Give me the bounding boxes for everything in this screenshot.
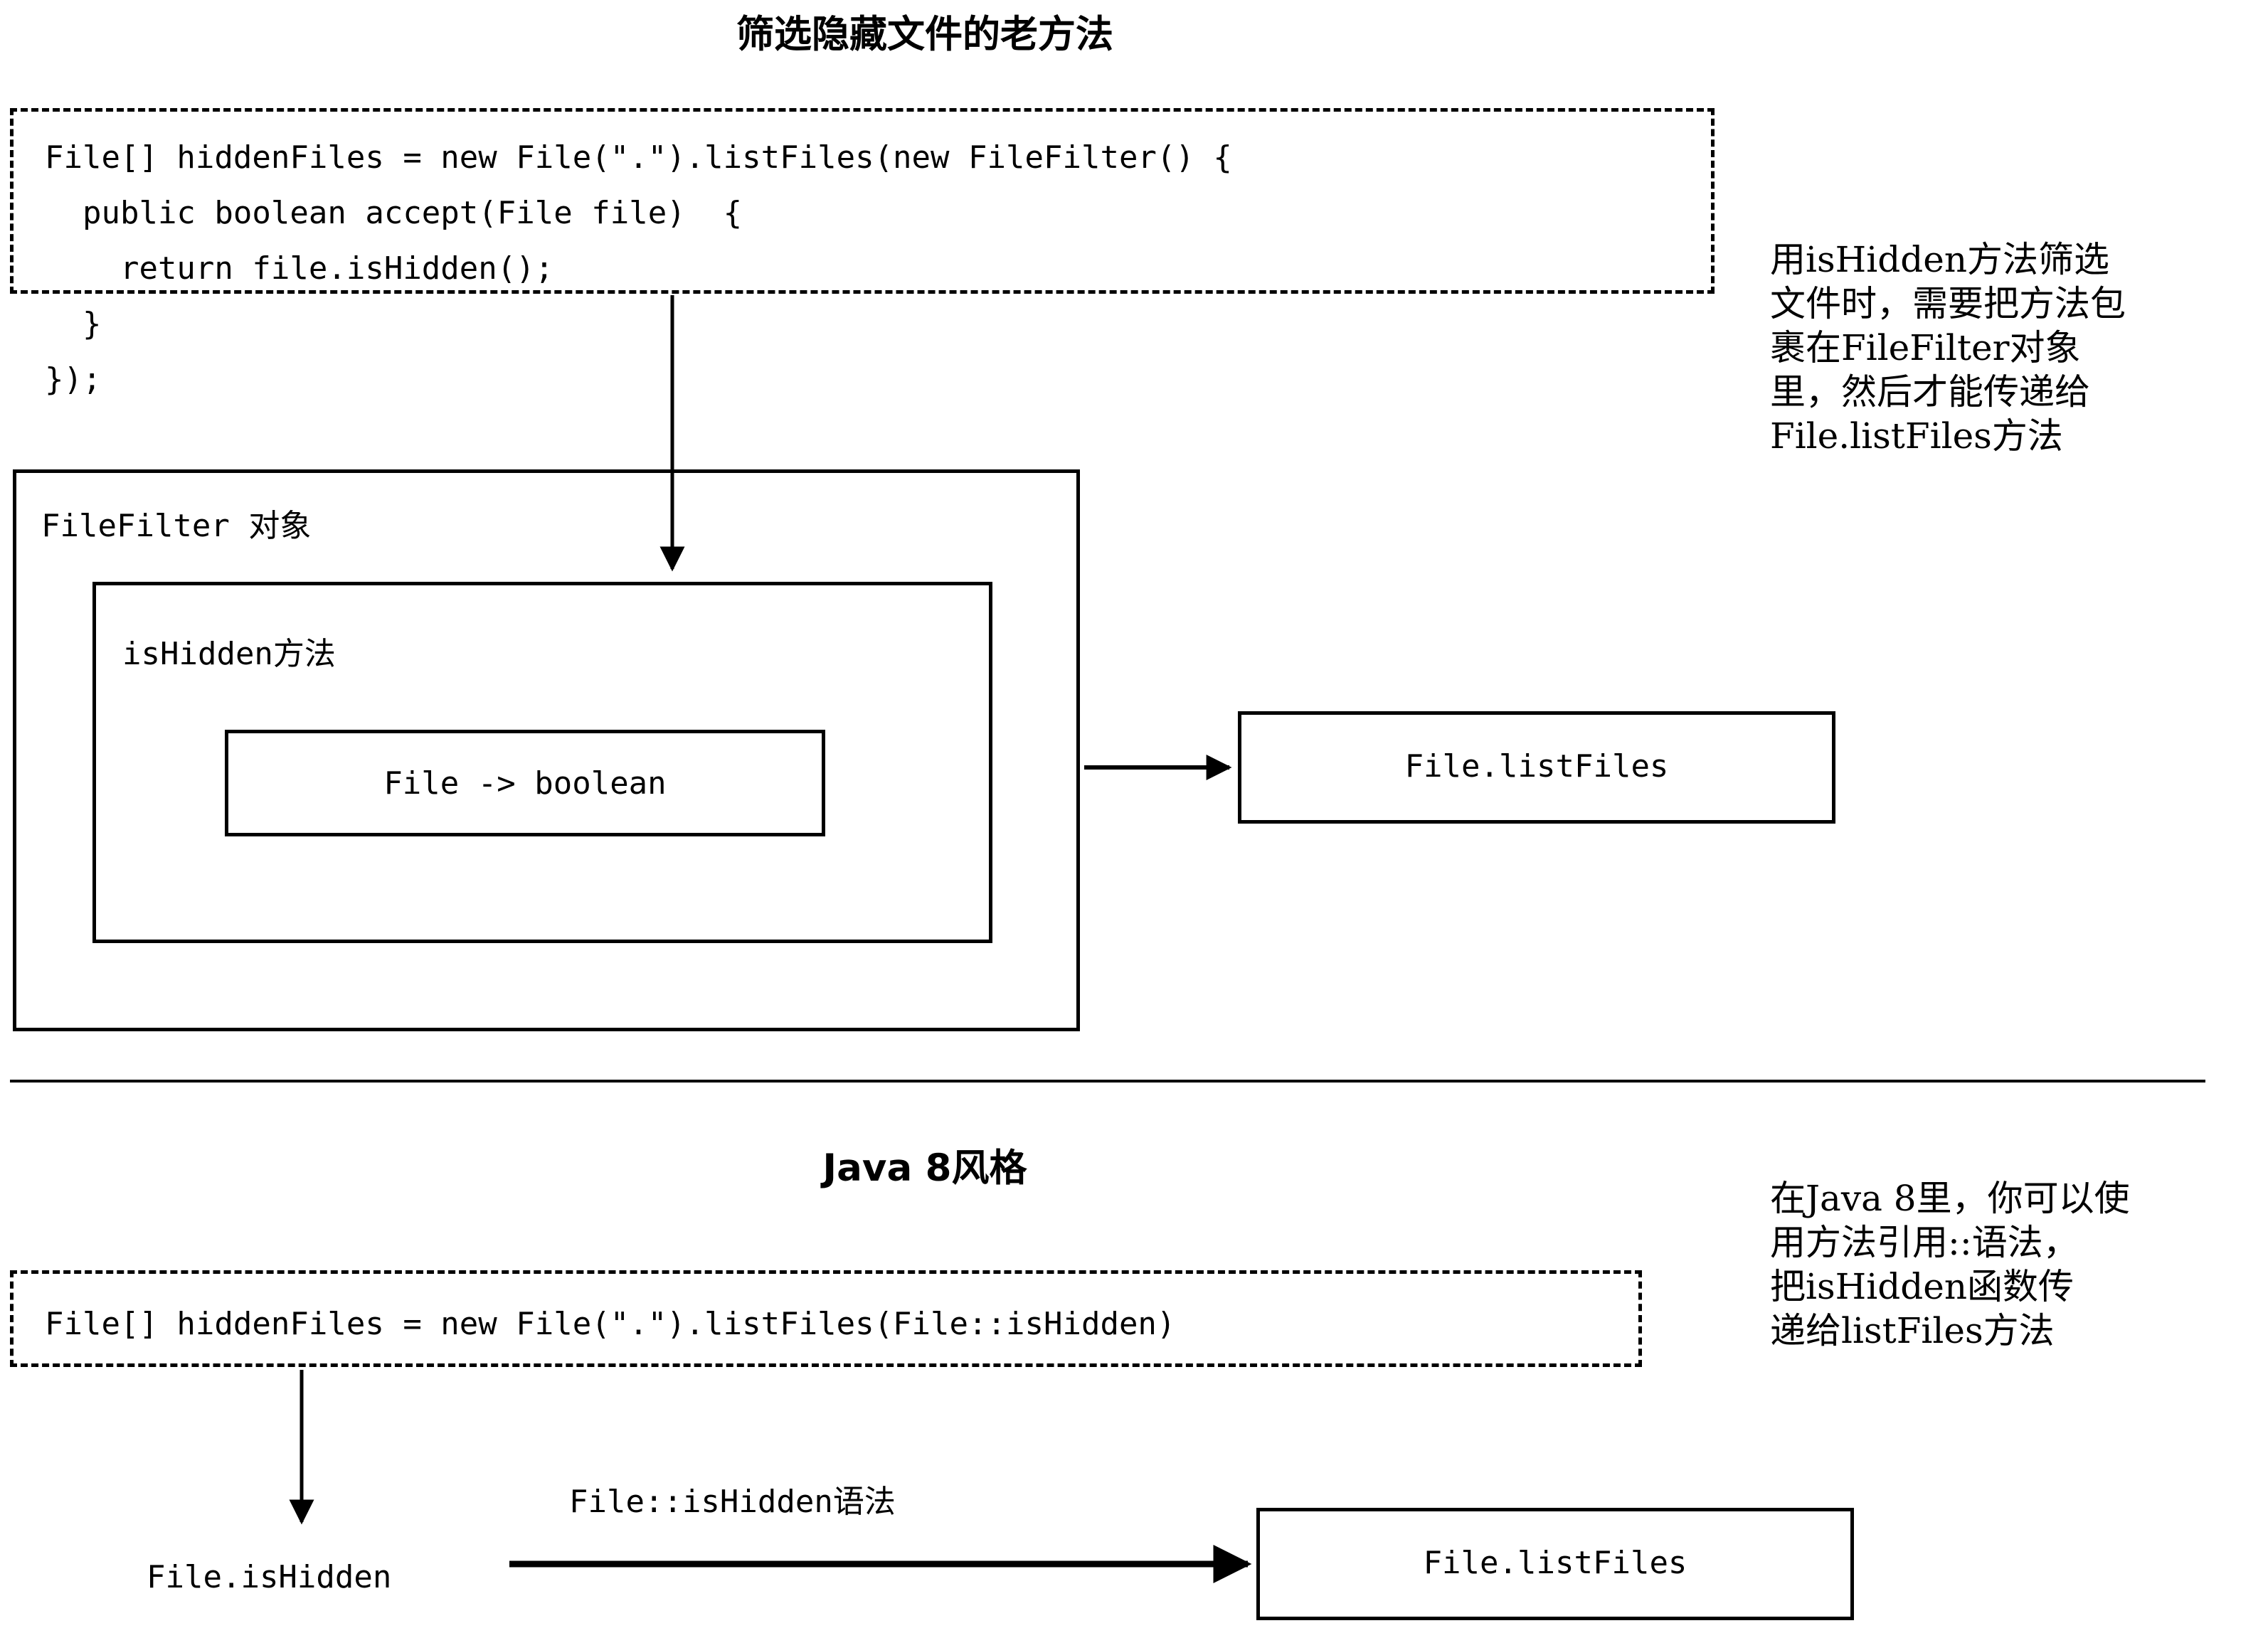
file-ishidden-node: File.isHidden bbox=[147, 1559, 392, 1595]
ishidden-method-label: isHidden方法 bbox=[122, 636, 336, 672]
filefilter-object-label: FileFilter 对象 bbox=[41, 508, 312, 544]
annotation-old-way: 用isHidden方法筛选 文件时，需要把方法包 裹在FileFilter对象 … bbox=[1770, 239, 2126, 457]
listfiles-label-old-way: File.listFiles bbox=[1404, 748, 1669, 784]
function-signature-box bbox=[225, 730, 825, 836]
listfiles-box-java8 bbox=[1256, 1508, 1854, 1620]
section-divider bbox=[10, 1080, 2205, 1083]
method-reference-edge-label: File::isHidden语法 bbox=[569, 1484, 896, 1520]
code-block-old-way: File[] hiddenFiles = new File(".").listF… bbox=[10, 108, 1715, 398]
function-signature-label: File -> boolean bbox=[383, 765, 667, 802]
listfiles-label-java8: File.listFiles bbox=[1423, 1545, 1687, 1581]
annotation-java8: 在Java 8里，你可以使 用方法引用::语法， 把isHidden函数传 递给… bbox=[1770, 1178, 2130, 1351]
listfiles-box-old-way bbox=[1238, 711, 1835, 824]
section-title-java8: Java 8风格 bbox=[822, 1147, 1027, 1190]
section-title-old-way: 筛选隐藏文件的老方法 bbox=[736, 13, 1113, 56]
code-block-java8: File[] hiddenFiles = new File(".").listF… bbox=[10, 1270, 1642, 1367]
